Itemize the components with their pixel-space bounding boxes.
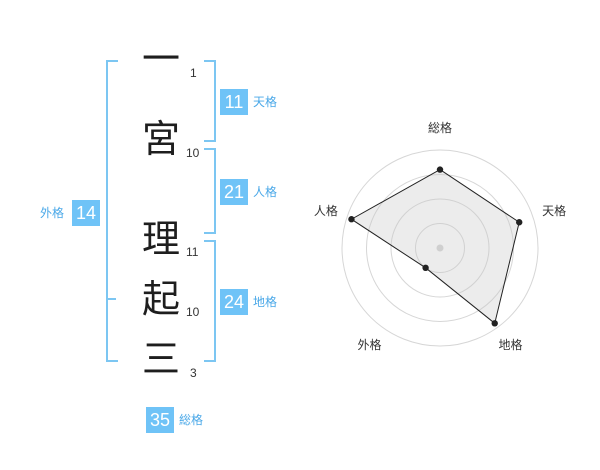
radar-axis-label: 天格 <box>542 203 566 218</box>
stroke-count-1: 1 <box>190 66 197 80</box>
radar-ring <box>415 223 465 273</box>
radar-points <box>348 166 523 327</box>
radar-ring <box>341 149 539 347</box>
stroke-count-2: 10 <box>186 146 200 160</box>
stroke-count-5: 3 <box>190 366 197 380</box>
jinkaku-bracket <box>204 148 216 234</box>
stroke-count-4: 10 <box>186 305 200 319</box>
soukaku-value: 35 <box>146 407 174 433</box>
chikaku-value: 24 <box>220 289 248 315</box>
radar-rings <box>341 149 539 347</box>
radar-point <box>436 166 444 173</box>
jinkaku-label: 人格 <box>253 185 278 199</box>
tenkaku-label: 天格 <box>253 95 278 109</box>
tenkaku-bracket <box>204 60 216 142</box>
radar-polygon <box>350 169 520 325</box>
radar-ring <box>390 198 490 298</box>
gaikaku-label: 外格 <box>40 206 65 220</box>
radar-point <box>491 320 498 327</box>
name-char-4: 起 <box>141 277 180 321</box>
jinkaku-value: 21 <box>220 179 248 205</box>
name-char-3: 理 <box>141 217 180 261</box>
radar-axis-label: 人格 <box>314 203 338 218</box>
chikaku-label: 地格 <box>253 295 278 309</box>
stroke-count-3: 11 <box>186 245 199 259</box>
radar-axis-label: 総格 <box>428 120 452 135</box>
radar-axis-label: 地格 <box>499 337 523 352</box>
radar-ring <box>366 174 514 322</box>
radar-point <box>348 216 355 223</box>
gaikaku-divider <box>106 298 116 300</box>
radar-center-dot <box>436 244 444 252</box>
soukaku-label: 総格 <box>179 413 204 427</box>
radar-point <box>516 219 523 226</box>
chikaku-bracket <box>204 240 216 362</box>
name-char-1: 一 <box>141 37 180 81</box>
gaikaku-value: 14 <box>72 200 100 226</box>
radar-point <box>422 264 429 272</box>
tenkaku-value: 11 <box>220 89 248 115</box>
name-char-2: 宮 <box>141 117 180 161</box>
radar-axis-label: 外格 <box>357 337 381 352</box>
name-char-5: 三 <box>141 337 180 381</box>
gaikaku-bracket <box>106 60 118 362</box>
